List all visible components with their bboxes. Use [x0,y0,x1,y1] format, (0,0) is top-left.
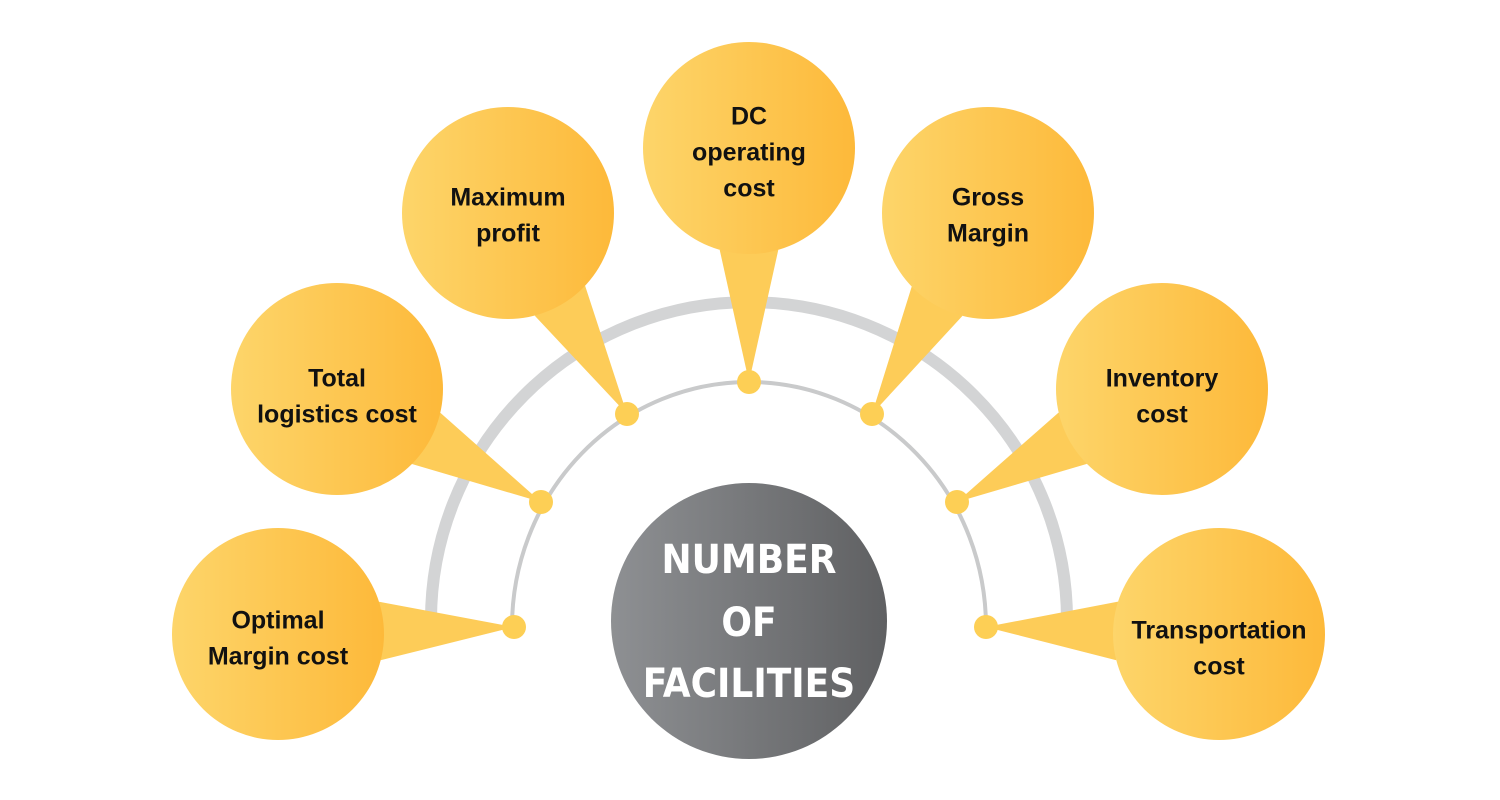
bubble-label-line: Optimal [231,607,324,635]
bubble-circle [882,107,1094,319]
bubble-label-line: Margin cost [208,643,349,671]
bubble-dc-operating-cost: DC operating cost [643,42,855,382]
bubble-pointer [986,601,1119,661]
bubble-label-line: logistics cost [257,401,417,429]
bubble-circle [172,528,384,740]
center-line-3: FACILITIES [643,661,855,707]
center-node: NUMBER OF FACILITIES [611,483,887,759]
connector-dot [737,370,761,394]
bubble-label-line: Gross [952,184,1024,212]
bubble-label-line: Inventory [1106,365,1219,393]
center-circle [611,483,887,759]
center-line-1: NUMBER [662,537,837,583]
bubble-label-line: cost [723,175,775,203]
bubble-circle [1056,283,1268,495]
bubble-circle [1113,528,1325,740]
connector-dot [945,490,969,514]
connector-dot [502,615,526,639]
connector-dots [502,370,998,639]
bubble-pointer [957,412,1087,502]
connector-dot [974,615,998,639]
connector-dot [860,402,884,426]
bubble-maximum-profit: Maximum profit [402,107,627,414]
bubble-label-line: cost [1193,653,1245,681]
bubble-label-line: Transportation [1131,617,1306,645]
bubble-circle [643,42,855,254]
connector-dot [529,490,553,514]
bubble-pointer [719,249,779,382]
bubble-circle [231,283,443,495]
bubble-label-line: Maximum [450,184,565,212]
bubble-pointer [872,286,963,414]
bubble-label-line: operating [692,139,806,167]
bubble-inventory-cost: Inventory cost [957,283,1268,502]
bubble-pointer [378,601,514,661]
bubble-pointer [411,412,541,502]
connector-dot [615,402,639,426]
bubble-label-line: cost [1136,401,1188,429]
bubble-circle [402,107,614,319]
bubble-total-logistics-cost: Total logistics cost [231,283,541,502]
bubble-label-line: profit [476,220,541,248]
bubble-label-line: DC [731,103,767,131]
center-line-2: OF [721,600,776,646]
bubble-transportation-cost: Transportation cost [986,528,1325,740]
bubble-pointer [534,285,627,414]
bubble-label-line: Total [308,365,366,393]
bubble-label-line: Margin [947,220,1029,248]
